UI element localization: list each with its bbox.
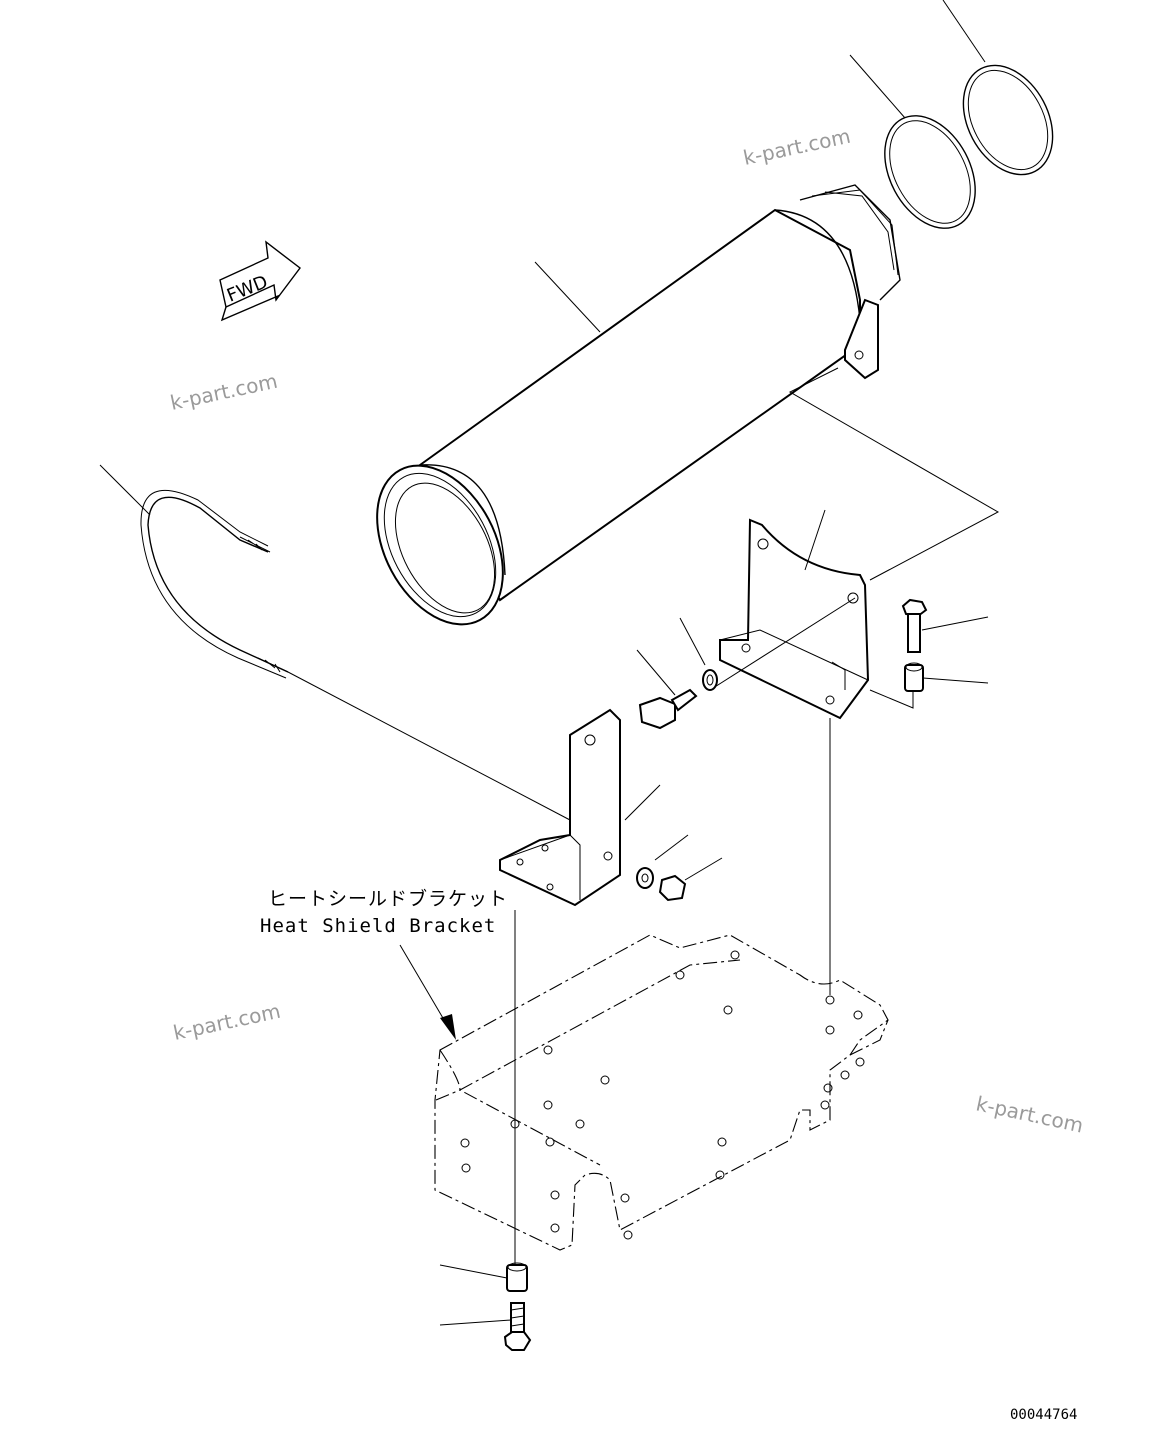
spacer-bottom: [439, 1262, 528, 1292]
o-ring-small: [849, 54, 976, 229]
washer: [679, 617, 718, 691]
u-bolt: [99, 464, 571, 821]
nut-lower: [658, 857, 723, 902]
heat-shield-bracket-label-jp: ヒートシールドブラケット: [268, 887, 508, 910]
lower-bracket: [499, 708, 661, 907]
mounting-plate: [434, 934, 889, 1251]
muffler-tube: [376, 184, 1000, 626]
bolt-right: [901, 598, 989, 653]
washer-lower: [636, 834, 689, 889]
watermark: k-part.com: [168, 369, 280, 415]
watermark: k-part.com: [171, 999, 283, 1045]
watermark: k-part.com: [741, 124, 853, 170]
drawing-number: 00044764: [1010, 1407, 1077, 1423]
heat-shield-bracket-label-en: Heat Shield Bracket: [260, 915, 496, 937]
o-ring-large: [942, 0, 1054, 176]
bolt: [636, 649, 698, 730]
bolt-bottom: [439, 1302, 532, 1351]
watermark: k-part.com: [974, 1091, 1086, 1137]
leader-arrow: [399, 944, 456, 1040]
upper-bracket: [709, 509, 870, 720]
spacer-right: [904, 662, 989, 692]
fwd-arrow-icon: FWD: [219, 240, 301, 322]
